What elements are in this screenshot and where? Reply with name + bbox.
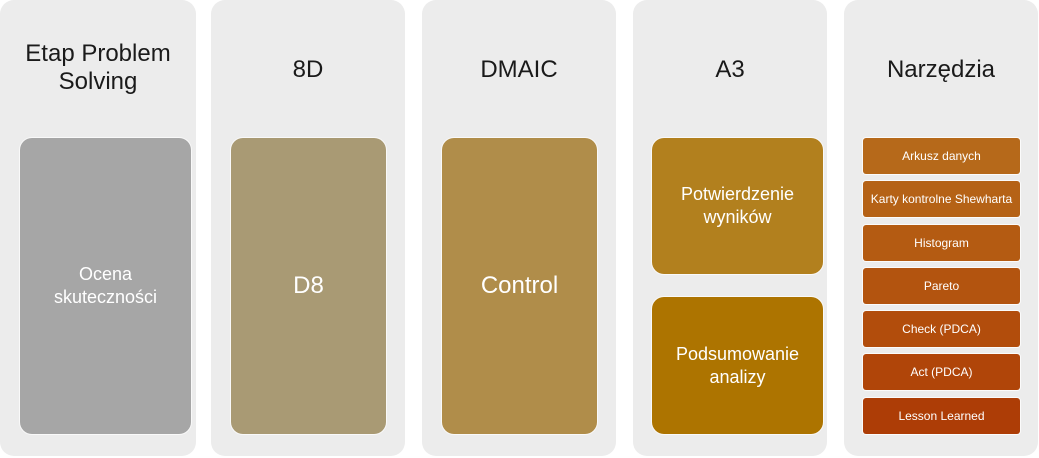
column-title: A3 — [715, 56, 745, 83]
column-tools: Narzędzia Arkusz danych Karty kontrolne … — [844, 0, 1038, 456]
tool-item: Karty kontrolne Shewharta — [863, 181, 1020, 217]
tool-item: Histogram — [863, 225, 1020, 261]
column-problem-solving-stage: Etap Problem Solving Ocena skuteczności — [0, 0, 196, 456]
column-title: DMAIC — [480, 56, 558, 83]
stage-card-label: Ocena skuteczności — [53, 264, 158, 307]
tool-item: Pareto — [863, 268, 1020, 304]
stage-card: Control — [442, 138, 597, 434]
column-title: Narzędzia — [886, 56, 996, 83]
stage-card: Ocena skuteczności — [20, 138, 191, 434]
stage-card: D8 — [231, 138, 386, 434]
column-a3: A3 Potwierdzenie wyników Podsumowanie an… — [633, 0, 827, 456]
column-8d: 8D D8 — [211, 0, 405, 456]
stage-card-label: D8 — [293, 272, 324, 299]
tool-item: Check (PDCA) — [863, 311, 1020, 347]
stage-card: Potwierdzenie wyników — [652, 138, 823, 274]
stage-card-label: Podsumowanie analizy — [675, 343, 800, 387]
tool-item: Arkusz danych — [863, 138, 1020, 174]
stage-card-label: Potwierdzenie wyników — [680, 184, 795, 227]
column-title: Etap Problem Solving — [25, 40, 171, 95]
tool-item: Lesson Learned — [863, 398, 1020, 434]
stage-card: Podsumowanie analizy — [652, 297, 823, 434]
column-dmaic: DMAIC Control — [422, 0, 616, 456]
tool-item: Act (PDCA) — [863, 354, 1020, 390]
column-title: 8D — [292, 56, 324, 83]
stage-card-label: Control — [480, 272, 559, 299]
